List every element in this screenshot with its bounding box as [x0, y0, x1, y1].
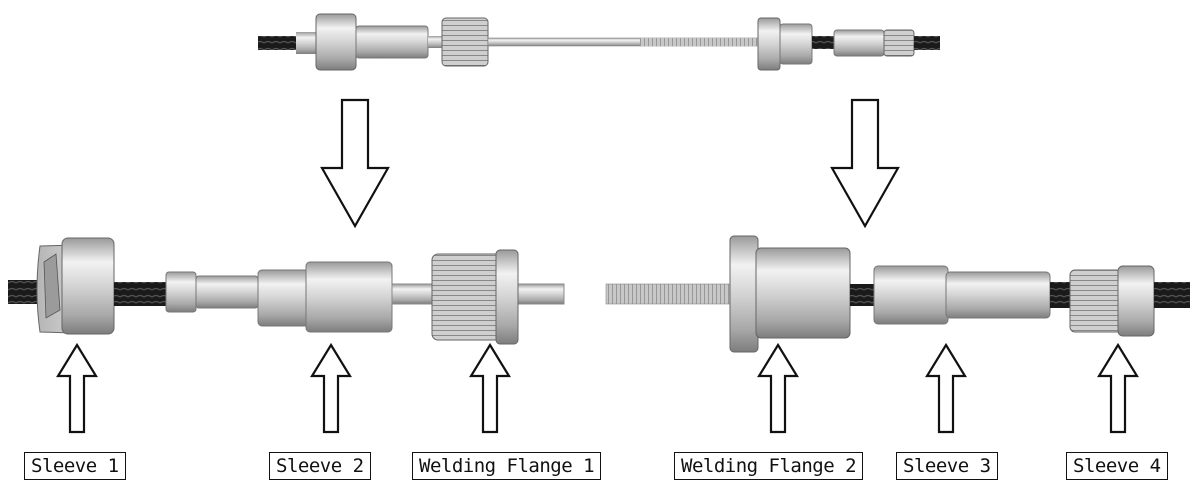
up-arrow-sleeve-1	[58, 345, 96, 432]
label-sleeve-1: Sleeve 1	[24, 452, 126, 480]
hose-left-1	[8, 280, 38, 304]
up-arrow-sleeve-4	[1099, 345, 1137, 432]
hose-right-1	[850, 284, 876, 306]
up-arrow-welding-flange-1	[471, 345, 509, 432]
welding-flange-2-body-top	[780, 24, 812, 64]
nut-top-left	[296, 32, 316, 54]
welding-flange-1-top	[442, 18, 488, 66]
up-arrow-sleeve-2	[312, 345, 350, 432]
threaded-rod	[606, 284, 734, 304]
hose-right-2	[1050, 282, 1072, 308]
welding-flange-1-part	[432, 250, 518, 344]
sleeve-3-top	[834, 30, 884, 56]
exploded-right	[606, 236, 1190, 352]
down-arrow-right	[832, 100, 898, 226]
welding-flange-2-top	[758, 18, 780, 70]
label-welding-flange-2: Welding Flange 2	[674, 452, 863, 480]
sleeve-4-top	[884, 30, 914, 56]
label-sleeve-3: Sleeve 3	[896, 452, 998, 480]
sleeve-4-part	[1070, 266, 1154, 336]
sleeve-3-part	[874, 266, 1050, 324]
label-welding-flange-1: Welding Flange 1	[412, 452, 601, 480]
sleeve-1-top	[316, 14, 356, 70]
label-sleeve-2: Sleeve 2	[269, 452, 371, 480]
up-arrows	[58, 345, 1137, 432]
hose-right-3	[1154, 282, 1190, 308]
sleeve-1-part	[37, 238, 114, 334]
exploded-left	[8, 238, 564, 344]
label-sleeve-4: Sleeve 4	[1066, 452, 1168, 480]
welding-flange-2-part	[730, 236, 850, 352]
down-arrow-left	[322, 100, 388, 226]
sleeve-2-part	[258, 262, 392, 332]
thread-rod-top	[640, 38, 758, 46]
up-arrow-sleeve-3	[927, 345, 965, 432]
hose-left-2	[114, 282, 170, 306]
sleeve-2-top	[356, 26, 428, 58]
up-arrow-welding-flange-2	[759, 345, 797, 432]
rod-top-1	[428, 36, 442, 48]
hose-mid-top	[812, 36, 834, 49]
fitting-nut	[166, 272, 258, 312]
assembled-view	[258, 14, 940, 70]
hose-right-top	[914, 36, 940, 50]
